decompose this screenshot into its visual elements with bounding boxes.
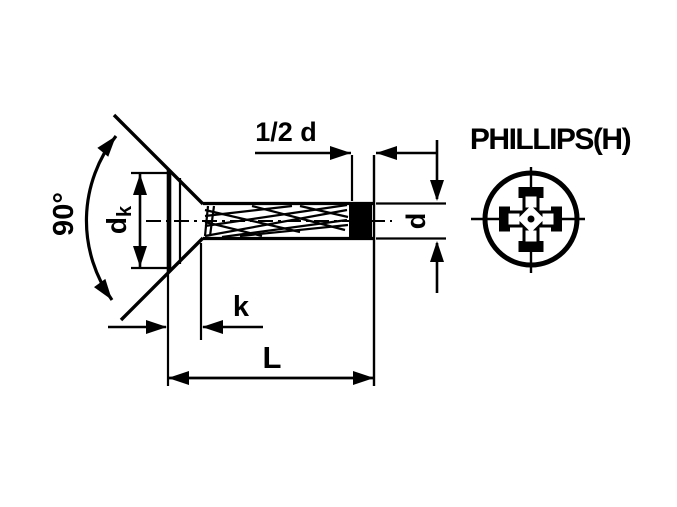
cone-angle-label: 90° [48,192,80,236]
cone-lower-edge [119,236,205,322]
angle-arc [84,135,118,301]
dimension-tip-length: 1/2 d [255,117,437,201]
tip-length-label: 1/2 d [255,117,317,147]
dimension-head-height: k [108,243,263,340]
thread-hatching [203,203,349,239]
screw-head-circle [482,170,580,268]
screw-side-view-outline [112,113,374,322]
dimension-shank-diameter: d [376,140,446,293]
screw-tip [349,203,372,239]
recess-center-dot [527,215,535,223]
head-height-label: k [233,291,250,323]
dimension-cone-angle: 90° [48,131,122,305]
drive-type-label: PHILLIPS(H) [470,123,631,156]
shank-diameter-label: d [401,213,431,230]
dimension-total-length: L [166,155,376,386]
phillips-recess-front-view: PHILLIPS(H) [470,123,632,273]
dimension-head-diameter: dk [101,171,168,270]
cone-upper-edge [112,113,205,206]
head-diameter-label: dk [101,205,136,234]
total-length-label: L [263,340,282,375]
head-diameter-subscript: k [114,205,136,217]
head-diameter-symbol: d [101,217,132,234]
